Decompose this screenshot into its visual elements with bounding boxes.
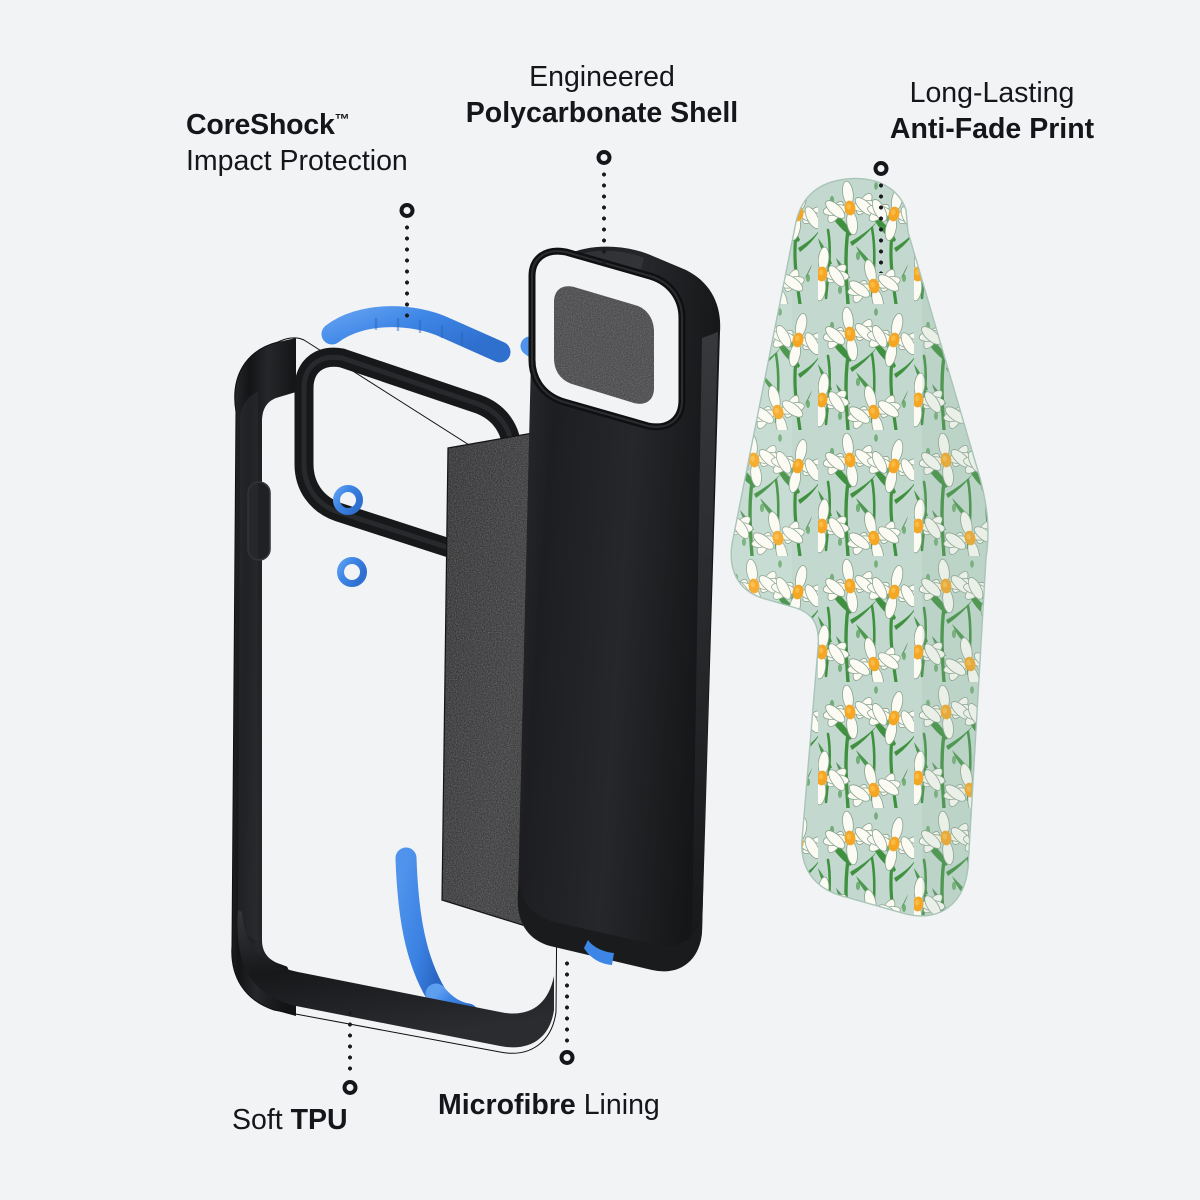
leader-ring <box>399 203 415 218</box>
polycarbonate-camera-cutout <box>528 247 686 431</box>
leader-antifade <box>873 161 889 273</box>
print-panel-outline <box>730 177 989 917</box>
callout-microfibre-line1: Microfibre Lining <box>438 1089 660 1121</box>
polycarbonate-shell-panel <box>488 232 738 992</box>
callout-antifade-line1: Long-Lasting <box>909 77 1075 109</box>
leader-polycarbonate <box>596 150 612 266</box>
leader-dots <box>347 1008 353 1076</box>
callout-polycarbonate: Engineered Polycarbonate Shell <box>422 60 782 132</box>
leader-dots <box>564 958 570 1046</box>
callout-tpu-line1: Soft TPU <box>232 1104 348 1136</box>
print-panel-artwork <box>731 178 989 916</box>
leader-ring <box>342 1080 358 1095</box>
callout-polycarbonate-line1: Engineered <box>529 61 675 93</box>
callout-tpu: Soft TPU <box>232 1103 348 1139</box>
tpu-blue-lens-rings <box>333 485 367 587</box>
leader-tpu <box>342 1008 358 1098</box>
callout-coreshock: CoreShock™ Impact Protection <box>186 108 408 180</box>
callout-antifade-line2: Anti-Fade Print <box>889 112 1095 145</box>
polycarbonate-shell-body <box>517 246 721 972</box>
leader-coreshock <box>399 203 415 321</box>
leader-ring <box>873 161 889 176</box>
callout-coreshock-line2: Impact Protection <box>186 144 408 177</box>
leader-microfibre <box>559 958 575 1068</box>
trademark-symbol: ™ <box>334 111 350 129</box>
leader-dots <box>601 169 607 266</box>
callout-antifade: Long-Lasting Anti-Fade Print <box>862 76 1122 148</box>
leader-dots <box>404 222 410 321</box>
callout-coreshock-line1: CoreShock™ <box>186 109 350 141</box>
shell-blue-accent-tab <box>584 940 614 965</box>
leader-ring <box>596 150 612 165</box>
callout-polycarbonate-line2: Polycarbonate Shell <box>465 96 739 129</box>
leader-ring <box>559 1050 575 1065</box>
anti-fade-print-panel <box>722 177 1022 938</box>
callout-microfibre: Microfibre Lining <box>438 1088 660 1124</box>
tpu-blue-accent-rail-top <box>313 306 511 501</box>
leader-dots <box>878 180 884 273</box>
